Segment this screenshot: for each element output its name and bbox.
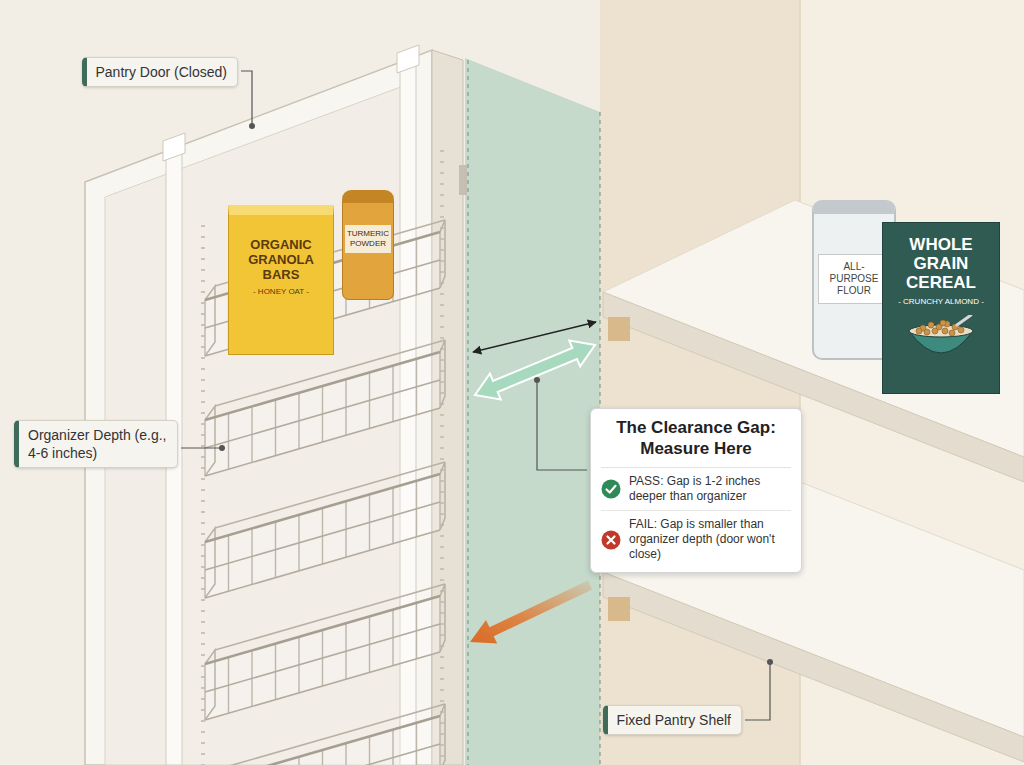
gap-arrow: [475, 341, 595, 400]
door-swing-arrow: [470, 581, 592, 644]
icon-circle: [602, 530, 621, 549]
shelf-bracket: [608, 317, 630, 341]
label-text: TURMERIC POWDER: [345, 225, 391, 253]
cereal-box: WHOLE GRAIN CEREAL - CRUNCHY ALMOND -: [882, 222, 1000, 394]
label-text: Pantry Door (Closed): [96, 63, 228, 81]
shelf-bracket: [608, 597, 630, 621]
cereal-bowl: [905, 315, 977, 359]
leader-dot: [534, 377, 540, 383]
check-row: PASS: Gap is 1-2 inches deeper than orga…: [601, 468, 791, 511]
cereal-piece: [949, 330, 955, 336]
callout-label: Pantry Door (Closed): [82, 57, 239, 87]
cereal-piece: [940, 320, 946, 326]
icon-mark: [608, 536, 615, 543]
cereal-piece: [916, 328, 922, 334]
pass-icon: [601, 479, 621, 499]
label-text: Organizer Depth (e.g., 4-6 inches): [28, 426, 167, 462]
fail-icon: [601, 530, 621, 550]
cereal-piece: [924, 329, 930, 335]
label-text: Fixed Pantry Shelf: [617, 711, 731, 729]
cereal-piece: [942, 328, 948, 334]
icon-circle: [602, 480, 621, 499]
spoon: [957, 315, 971, 325]
cereal-piece: [958, 327, 964, 333]
door-hinge: [459, 165, 467, 195]
granola-box: ORGANIC GRANOLA BARS - HONEY OAT -: [228, 205, 334, 355]
label-text: The Clearance Gap: Measure Here: [601, 417, 791, 468]
spice-jar: TURMERIC POWDER: [342, 190, 394, 300]
door-hook: [163, 133, 185, 161]
leader-line: [181, 447, 220, 448]
callout-label: Organizer Depth (e.g., 4-6 inches): [14, 420, 178, 468]
sub-text: - HONEY OAT -: [235, 287, 327, 297]
wire-basket: [205, 340, 445, 476]
leader-line: [745, 664, 770, 720]
label-text: ALL-PURPOSE FLOUR: [818, 254, 890, 304]
door-hook: [397, 45, 419, 73]
wire-basket: [205, 584, 445, 720]
label-text: WHOLE GRAIN CEREAL: [889, 235, 993, 292]
label-text: ORGANIC GRANOLA BARS: [235, 237, 327, 282]
wire-basket: [205, 704, 445, 765]
wire-basket: [205, 462, 445, 598]
clearance-gap-band: [465, 58, 600, 765]
cereal-piece: [928, 322, 934, 328]
leader-dot: [767, 659, 773, 665]
bowl-rim: [909, 325, 973, 337]
info-panel: The Clearance Gap: Measure HerePASS: Gap…: [590, 408, 802, 573]
sub-text: FAIL: Gap is smaller than organizer dept…: [629, 517, 791, 562]
callout-label: Fixed Pantry Shelf: [603, 705, 742, 735]
cereal-piece: [932, 328, 938, 334]
gap-boundary: [467, 60, 468, 765]
icon-mark: [607, 486, 616, 493]
leader-line: [241, 71, 252, 124]
leader-dot: [219, 445, 225, 451]
sub-text: PASS: Gap is 1-2 inches deeper than orga…: [629, 474, 791, 504]
sub-text: - CRUNCHY ALMOND -: [898, 297, 984, 307]
leader-line: [537, 382, 587, 470]
leader-dot: [249, 123, 255, 129]
shelf-edge: [603, 572, 1024, 762]
check-row: FAIL: Gap is smaller than organizer dept…: [601, 511, 791, 568]
